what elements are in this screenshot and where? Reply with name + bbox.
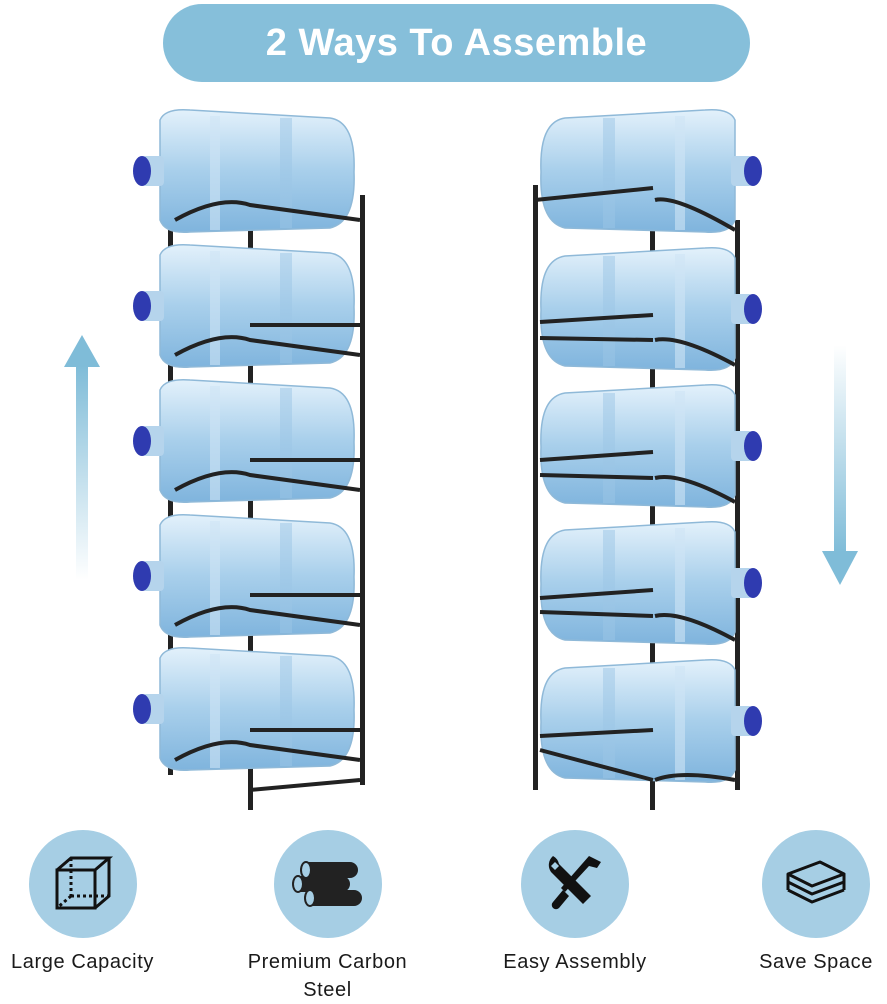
feature-icon-circle	[28, 830, 137, 938]
feature-label: Save Space	[759, 951, 873, 973]
title-banner: 2 Ways To Assemble	[163, 4, 750, 82]
water-rack-left-image	[132, 108, 365, 810]
page-title: 2 Ways To Assemble	[265, 21, 648, 64]
feature-label: Large Capacity	[11, 951, 154, 973]
arrow-up-icon	[64, 335, 100, 580]
feature-save-space: Save Space	[745, 830, 887, 976]
feature-icon-circle	[273, 830, 382, 938]
feature-large-capacity: Large Capacity	[0, 830, 165, 976]
feature-label: Easy Assembly	[503, 951, 647, 973]
wrench-screwdriver-icon	[548, 856, 601, 910]
steel-tubes-icon	[291, 861, 362, 907]
feature-easy-assembly: Easy Assembly	[485, 830, 665, 976]
arrow-down-icon	[822, 345, 858, 585]
feature-premium-carbon-steel: Premium Carbon Steel	[225, 830, 430, 1004]
cube-icon	[55, 856, 113, 910]
stacked-layers-icon	[786, 860, 846, 904]
feature-icon-circle	[762, 830, 870, 938]
feature-label: Premium Carbon Steel	[247, 951, 408, 1001]
water-rack-right-image	[533, 108, 763, 810]
feature-icon-circle	[521, 830, 629, 938]
